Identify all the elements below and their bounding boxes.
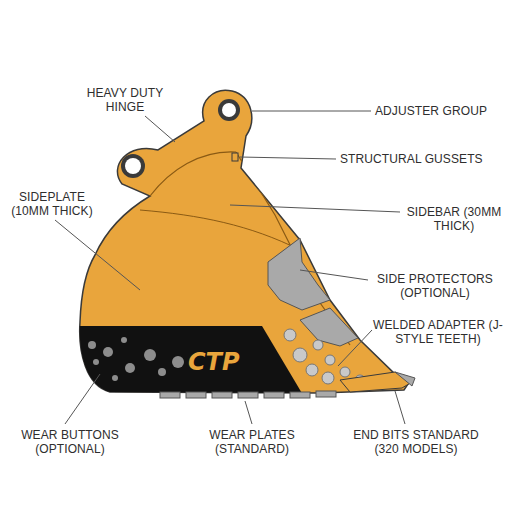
part-label: SIDEBAR (30MM THICK) <box>404 205 504 233</box>
part-label: END BITS STANDARD (320 MODELS) <box>350 428 482 456</box>
part-label: STRUCTURAL GUSSETS <box>340 152 483 166</box>
part-label: ADJUSTER GROUP <box>375 104 487 118</box>
part-label: SIDEPLATE (10MM THICK) <box>4 190 100 218</box>
brand-logo: CTP <box>188 349 240 375</box>
part-label: SIDE PROTECTORS (OPTIONAL) <box>370 272 500 300</box>
part-label: WEAR BUTTONS (OPTIONAL) <box>10 428 130 456</box>
part-label: HEAVY DUTY HINGE <box>75 86 175 114</box>
part-label: WEAR PLATES (STANDARD) <box>196 428 308 456</box>
part-label: WELDED ADAPTER (J-STYLE TEETH) <box>370 318 506 346</box>
